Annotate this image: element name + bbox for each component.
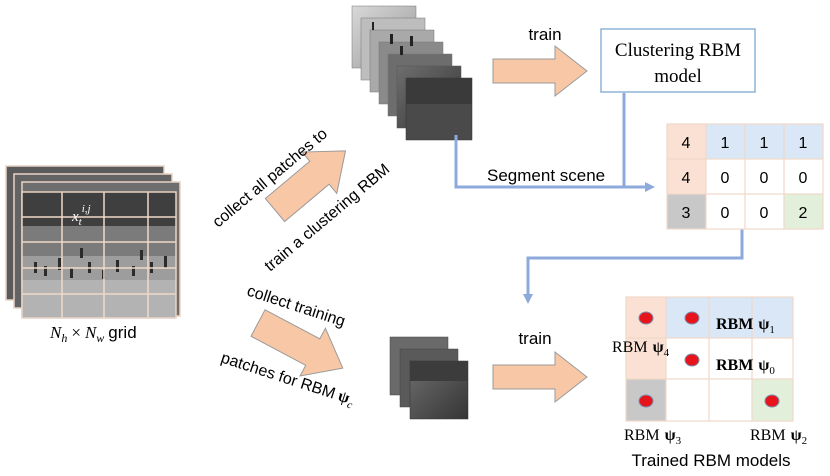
train-arrow-bottom [492,350,588,404]
seg-cell: 4 [682,135,691,152]
seg-cell: 0 [721,205,730,222]
trained-models-caption: Trained RBM models [631,451,790,470]
seg-cell: 1 [721,135,730,152]
seg-cell: 0 [760,205,769,222]
clustering-rbm-box: Clustering RBM model [600,28,756,93]
frame-stack: xti,j [5,165,181,319]
segment-connector [454,93,655,192]
front-frame: xti,j [21,191,177,319]
training-patch-stack [389,336,469,420]
seg-cell: 4 [682,170,691,187]
patch-variable-label: xti,j [71,203,91,228]
segment-scene-label: Segment scene [487,166,605,185]
seg-cell: 1 [799,135,808,152]
rbm-3-dot [638,394,654,408]
clustering-patch-stack [351,5,473,141]
trained-rbm-grid [625,296,794,422]
rbm-2-dot [764,394,780,408]
rbm-0-dot [684,353,700,367]
seg-cell: 0 [721,170,730,187]
seg-cell: 1 [760,135,769,152]
rbm-4-dot [638,311,654,325]
arrow-up-to-patches [264,150,347,223]
segmentation-grid: 4 1 1 1 4 0 0 0 3 0 0 2 [666,123,824,230]
seg-cell: 2 [799,205,808,222]
seg-cell: 0 [799,170,808,187]
train-label-top: train [528,25,561,44]
seg-cell: 3 [682,205,691,222]
seg-cell: 0 [760,170,769,187]
train-arrow-top [492,44,588,98]
arrow-down-to-training [250,309,344,377]
models-connector [523,229,744,304]
clustering-box-line1: Clustering RBM [615,40,741,61]
train-label-bottom: train [518,329,551,348]
clustering-box-line2: model [654,66,702,87]
rbm-1-dot [684,311,700,325]
